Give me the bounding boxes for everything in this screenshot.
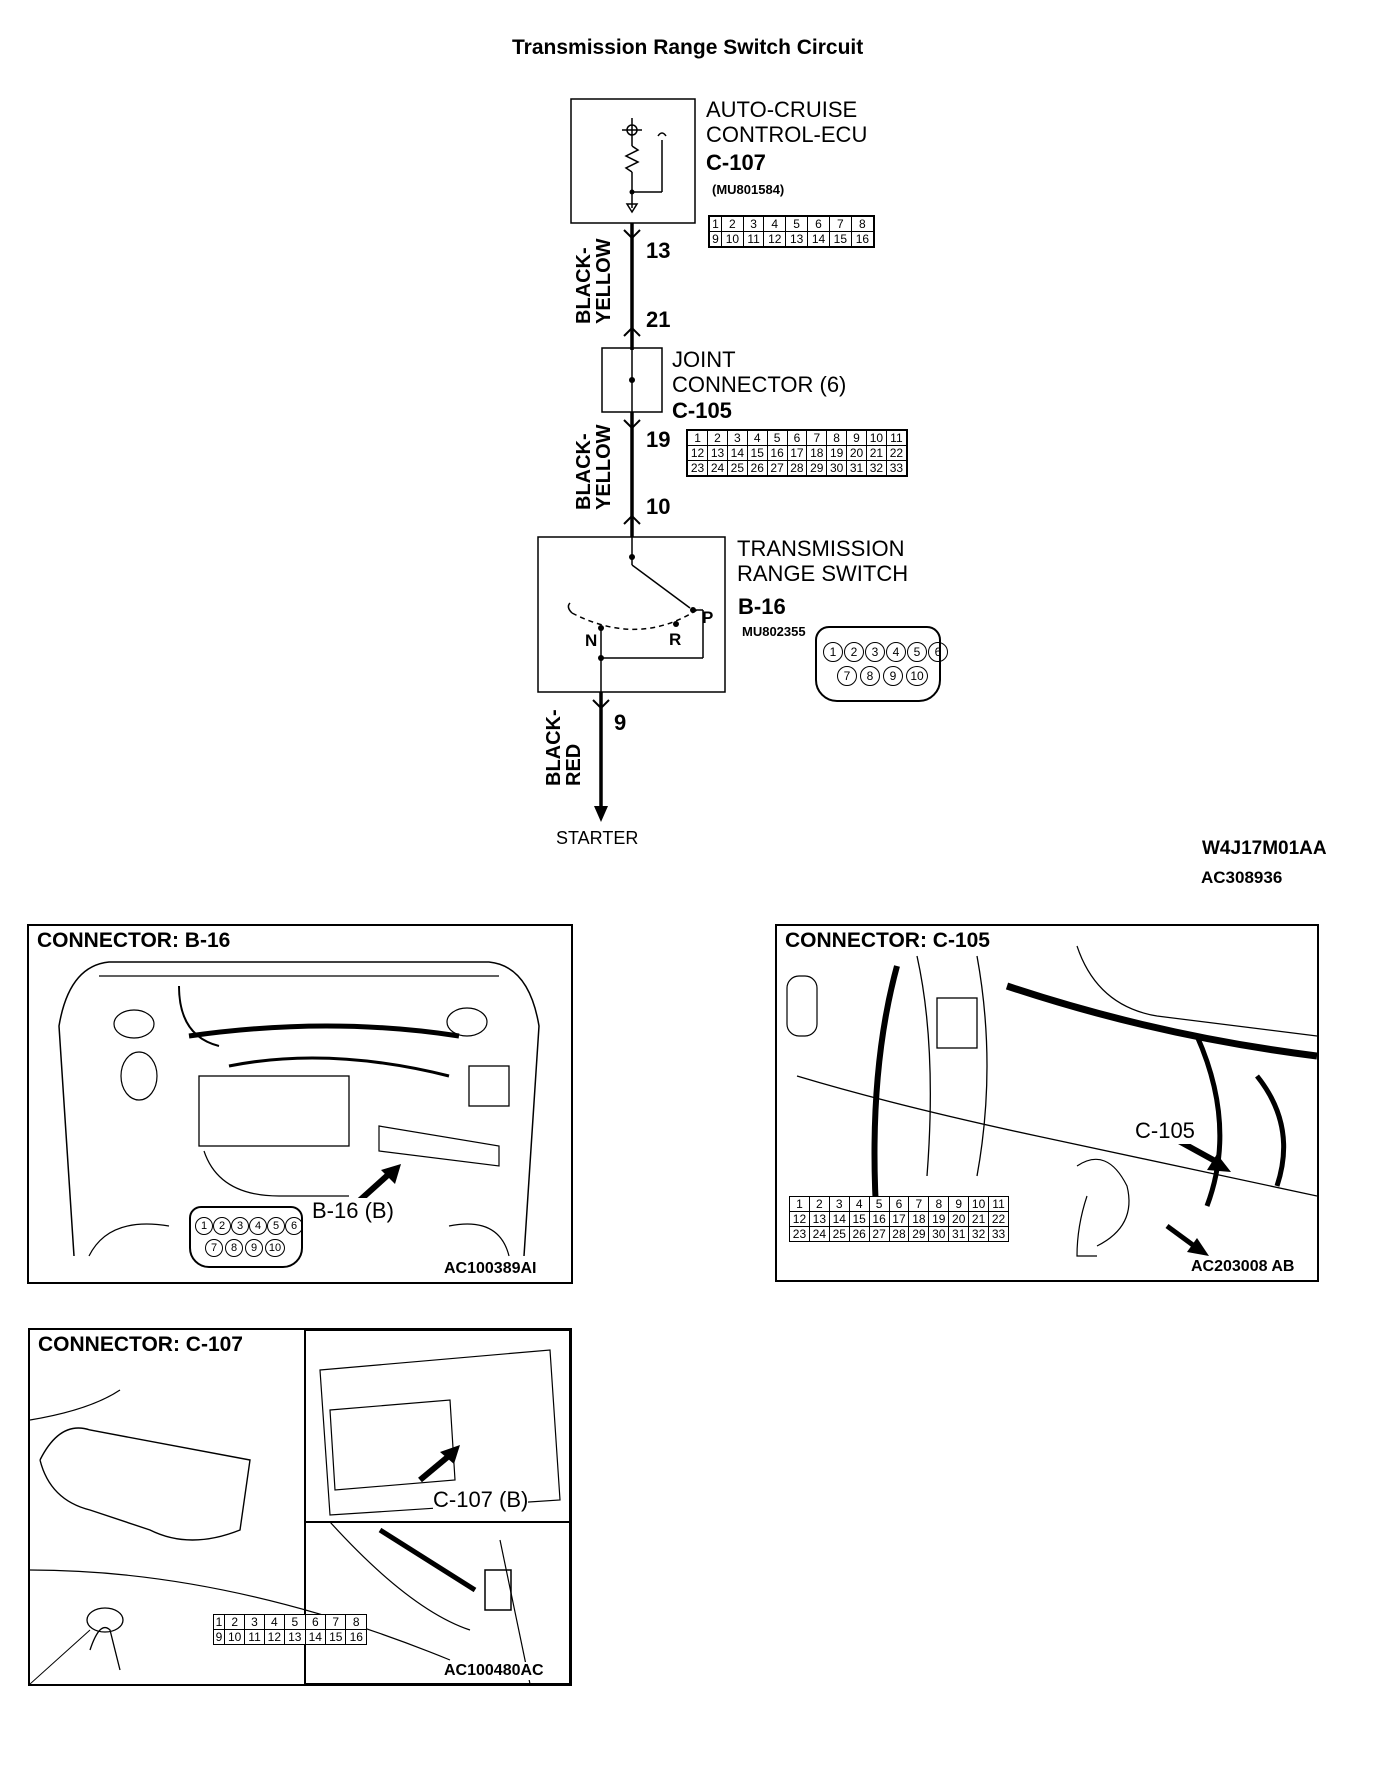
joint-pin-21: 21 xyxy=(646,307,671,332)
dashboard-illustration xyxy=(786,945,1317,1257)
ecu-part-no: (MU801584) xyxy=(712,182,785,197)
trs-pin-row-2: 7 8 9 10 xyxy=(837,666,928,686)
figure-code-1: W4J17M01AA xyxy=(1202,838,1327,859)
trs-part-no: MU802355 xyxy=(742,624,806,639)
panel-c105-title: CONNECTOR: C-105 xyxy=(785,929,994,953)
ecu-terminal-13: 13 xyxy=(646,238,671,263)
engine-block xyxy=(198,1075,350,1147)
wire-2-color: BLACK-YELLOW xyxy=(573,424,615,510)
trs-pin-row-1: 1 2 3 4 5 6 xyxy=(823,642,948,662)
circuit-schematic xyxy=(537,98,726,822)
panel-connector-b16: CONNECTOR: B-16 B-16 (B) 1 2 3 4 5 6 7 8 xyxy=(27,924,573,1284)
trs-name-2: RANGE SWITCH xyxy=(737,561,909,586)
panel-b16-title: CONNECTOR: B-16 xyxy=(37,929,235,953)
trs-connector-face: 1 2 3 4 5 6 7 8 9 10 xyxy=(815,626,948,702)
b16-pin-row-1: 1 2 3 4 5 6 xyxy=(195,1217,303,1235)
joint-pin-19: 19 xyxy=(646,427,671,452)
trs-pin-10: 10 xyxy=(646,494,671,519)
diagram-title: Transmission Range Switch Circuit xyxy=(512,36,864,59)
engine-bay-illustration xyxy=(58,961,540,1257)
wire-3-color: BLACK-RED xyxy=(543,709,585,786)
panel-c107-code: AC100480AC xyxy=(444,1662,544,1680)
joint-connector-id: C-105 xyxy=(672,398,732,423)
callout-arrow-b16 xyxy=(356,1171,392,1204)
trs-connector-id: B-16 xyxy=(738,594,786,619)
arrow-down-icon xyxy=(594,806,608,822)
panel-c107-title: CONNECTOR: C-107 xyxy=(38,1333,247,1357)
figure-code-2: AC308936 xyxy=(1201,868,1283,887)
trs-pos-r: R xyxy=(669,630,682,649)
joint-name-1: JOINT xyxy=(672,347,736,372)
ecu-name-2: CONTROL-ECU xyxy=(706,122,868,147)
trs-pos-p: P xyxy=(702,608,714,627)
b16-pin-row-2: 7 8 9 10 xyxy=(205,1239,285,1257)
ground-icon xyxy=(625,203,639,214)
callout-c105: C-105 xyxy=(1135,1118,1195,1144)
b16-connector-face: 1 2 3 4 5 6 7 8 9 10 xyxy=(189,1206,303,1268)
wire-1-color: BLACK-YELLOW xyxy=(573,238,615,324)
resistor-icon xyxy=(624,145,640,173)
starter-label: STARTER xyxy=(556,828,639,848)
ecu-name-1: AUTO-CRUISE xyxy=(706,97,858,122)
panel-c105-code: AC203008 AB xyxy=(1191,1258,1295,1276)
ecu-connector-id: C-107 xyxy=(706,150,766,175)
trs-selector-arm xyxy=(631,564,691,609)
joint-name-2: CONNECTOR (6) xyxy=(672,372,847,397)
trs-pos-n: N xyxy=(585,631,598,650)
callout-b16: B-16 (B) xyxy=(312,1198,394,1224)
trs-pin-9: 9 xyxy=(614,710,627,735)
callout-arrow-c107 xyxy=(418,1452,452,1483)
callout-c107: C-107 (B) xyxy=(433,1487,529,1513)
trs-name-1: TRANSMISSION xyxy=(737,536,905,561)
panel-b16-code: AC100389AI xyxy=(444,1260,537,1277)
